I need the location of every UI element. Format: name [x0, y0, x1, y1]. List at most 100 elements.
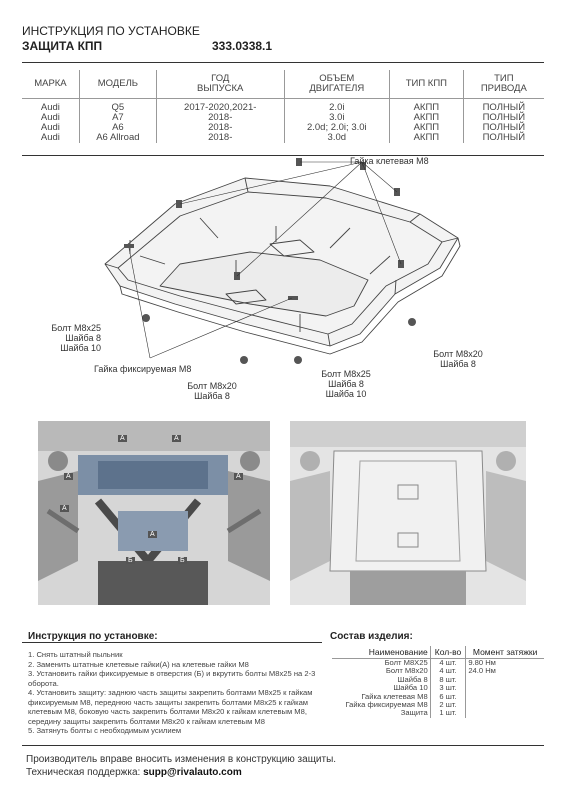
table-cell: 4 шт. — [429, 658, 466, 668]
spec-column-header: МАРКА — [22, 70, 79, 99]
instructions-title: Инструкция по установке: — [28, 631, 158, 642]
table-cell: Гайка клетевая М8 — [361, 691, 428, 701]
table-cell: A6 Allroad — [78, 133, 157, 143]
table-cell: 2018- — [155, 133, 285, 143]
list-item: 3. Установить гайки фиксируемые в отверс… — [28, 669, 316, 688]
spec-column-header-line: ГОД — [211, 73, 230, 84]
table-cell: Audi — [40, 102, 60, 113]
leader-lines — [128, 161, 402, 359]
footer-note: Производитель вправе вносить изменения в… — [26, 754, 337, 765]
instructions-rule — [22, 642, 322, 643]
table-cell: 6 шт. — [429, 692, 466, 702]
table-cell: АКПП — [389, 113, 464, 123]
spec-column-header-line: МОДЕЛЬ — [97, 78, 139, 89]
bolt-icon — [240, 356, 248, 364]
table-cell — [465, 692, 544, 702]
list-item: 1. Снять штатный пыльник — [28, 650, 123, 659]
table-cell: Защита — [400, 708, 428, 718]
list-item: 5. Затянуть болты с необходимым усилием — [28, 726, 182, 735]
table-cell: ПОЛНЫЙ — [462, 133, 544, 143]
table-cell — [465, 684, 544, 693]
table-cell: Audi — [40, 122, 60, 133]
table-cell: АКПП — [389, 133, 464, 143]
cage-nut-icon — [176, 200, 182, 208]
table-cell: 3.0d — [283, 133, 390, 143]
table-cell: Шайба 8 — [397, 674, 428, 684]
marker-a: А — [234, 473, 243, 480]
table-cell: Шайба 10 — [393, 683, 428, 693]
underbody-before-illustration — [38, 421, 270, 605]
underbody-after-illustration — [290, 421, 526, 605]
table-cell: 4 шт. — [429, 666, 466, 676]
footer-rule — [22, 745, 544, 746]
table-cell: 2.0i — [283, 98, 390, 113]
table-cell: ПОЛНЫЙ — [462, 98, 544, 113]
list-item: 2. Заменить штатные клетевые гайки(А) на… — [28, 659, 249, 669]
spec-column-header: ТИП КПП — [389, 70, 464, 99]
table-cell: 24.0 Нм — [465, 666, 544, 676]
label-cage-nut: Гайка клетевая М8 — [350, 156, 429, 166]
product-code: 333.0338.1 — [212, 39, 273, 53]
marker-a: А — [148, 531, 157, 538]
marker-a: А — [118, 435, 127, 442]
table-cell: 2018- — [155, 113, 285, 123]
table-cell: 1 шт. — [429, 709, 466, 718]
bolt-icon — [294, 356, 302, 364]
table-bottom-rule — [22, 155, 544, 156]
table-cell: A7 — [78, 113, 157, 123]
marker-b: Б — [126, 557, 135, 564]
table-cell: ПОЛНЫЙ — [462, 113, 544, 123]
kit-title: Состав изделия: — [330, 631, 413, 642]
support-email[interactable]: supp@rivalauto.com — [143, 767, 242, 778]
table-cell: 2017-2020,2021- — [155, 98, 285, 113]
product-name: ЗАЩИТА КПП — [22, 39, 103, 53]
label-bolt-m8x25-center: Болт М8х25 Шайба 8 Шайба 10 — [321, 369, 371, 399]
skid-plate-drawing — [104, 177, 461, 355]
spec-column-header-line: ОБЪЕМ — [319, 73, 355, 84]
table-cell: 2018- — [155, 123, 285, 133]
table-cell: Q5 — [78, 98, 157, 113]
table-cell — [465, 675, 544, 685]
table-cell: Audi — [40, 112, 60, 123]
label-fix-nut: Гайка фиксируемая М8 — [94, 364, 192, 374]
table-cell: 9.80 Нм — [465, 658, 544, 668]
label-bolt-m8x20-right: Болт М8х20 Шайба 8 — [433, 349, 483, 369]
list-item: 4. Установить защиту: заднюю часть защит… — [28, 688, 313, 726]
kit-column-header: Наименование — [368, 647, 428, 657]
table-cell: ПОЛНЫЙ — [462, 123, 544, 133]
marker-a: А — [64, 473, 73, 480]
spec-column-header-line: ДВИГАТЕЛЯ — [309, 83, 365, 94]
table-cell: A6 — [78, 123, 157, 133]
marker-a: А — [172, 435, 181, 442]
table-cell: Audi — [40, 132, 60, 143]
label-bolt-left: Болт М8х25 Шайба 8 Шайба 10 — [51, 323, 101, 353]
cage-nut-icon — [296, 158, 302, 166]
marker-b: Б — [178, 557, 187, 564]
spec-column-header-line: МАРКА — [34, 78, 67, 89]
document-title: ИНСТРУКЦИЯ ПО УСТАНОВКЕ — [22, 24, 200, 38]
spec-column-header-line: ВЫПУСКА — [197, 83, 244, 94]
kit-column-header: Кол-во — [429, 646, 466, 659]
footer-support: Техническая поддержка: supp@rivalauto.co… — [26, 767, 242, 778]
bolt-icon — [142, 314, 150, 322]
table-cell: АКПП — [389, 98, 464, 113]
table-cell: АКПП — [389, 123, 464, 133]
underbody-photo-after — [290, 421, 526, 605]
marker-a: А — [60, 505, 69, 512]
fix-nut-icon — [124, 244, 134, 248]
table-cell: Гайка фиксируемая М8 — [345, 700, 428, 710]
header-rule — [22, 62, 544, 63]
table-cell: 3 шт. — [429, 683, 466, 693]
